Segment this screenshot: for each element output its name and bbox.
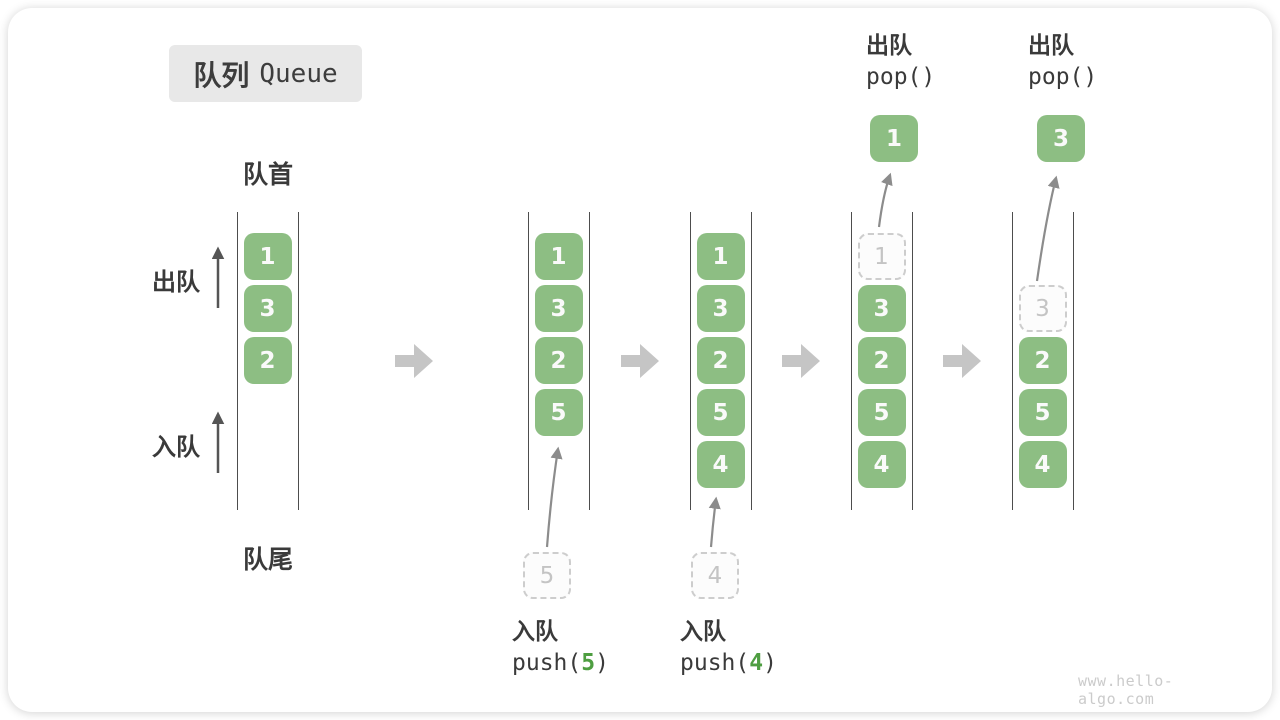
watermark: www.hello-algo.com [1078,672,1174,708]
pop2-code: pop() [1028,64,1098,90]
queue-item: 4 [696,441,745,488]
queue-item: 5 [534,389,583,436]
popped-item: 3 [1037,115,1085,162]
dequeue-label: 出队 [1028,33,1074,59]
ghost-enqueue-item: 5 [523,552,571,599]
queue-item: 5 [1018,389,1067,436]
queue-item: 4 [857,441,906,488]
diagram-card [8,8,1272,712]
queue-state-1: 1 3 2 [237,212,299,510]
queue-state-2: 1 3 2 5 [528,212,590,510]
queue-item: 3 [857,285,906,332]
title-chip: 队列 Queue [169,45,362,102]
queue-item: 1 [696,233,745,280]
queue-item: 1 [534,233,583,280]
side-enqueue-label: 入队 [152,433,200,461]
queue-state-5: 3 2 5 4 [1012,212,1074,510]
popped-item: 1 [870,115,918,162]
queue-item: 2 [857,337,906,384]
queue-item: 5 [857,389,906,436]
queue-item: 2 [534,337,583,384]
title-en: Queue [259,58,338,89]
dequeue-label: 出队 [866,33,912,59]
side-dequeue-label: 出队 [152,268,200,296]
enqueue-label: 入队 [512,619,558,645]
push4-code: push(4) [680,650,777,676]
dequeue-operation-2: 出队 pop() [1028,31,1097,93]
queue-item: 3 [243,285,292,332]
queue-item: 3 [696,285,745,332]
enqueue-operation-push4: 入队 push(4) [680,617,777,679]
enqueue-operation-push5: 入队 push(5) [512,617,609,679]
title-zh: 队列 [193,58,250,92]
queue-state-3: 1 3 2 5 4 [690,212,752,510]
queue-rear-label: 队尾 [242,545,293,574]
queue-item: 4 [1018,441,1067,488]
queue-front-label: 队首 [242,160,293,189]
enqueue-label: 入队 [680,619,726,645]
queue-item: 2 [243,337,292,384]
queue-item: 1 [243,233,292,280]
queue-state-4: 1 3 2 5 4 [851,212,913,510]
ghost-enqueue-item: 4 [691,552,739,599]
queue-item: 2 [1018,337,1067,384]
dequeue-operation-1: 出队 pop() [866,31,935,93]
queue-item: 2 [696,337,745,384]
ghost-dequeued-item: 1 [857,233,906,280]
queue-item: 5 [696,389,745,436]
queue-item: 3 [534,285,583,332]
push5-code: push(5) [512,650,609,676]
pop1-code: pop() [866,64,936,90]
ghost-dequeued-item: 3 [1018,285,1067,332]
